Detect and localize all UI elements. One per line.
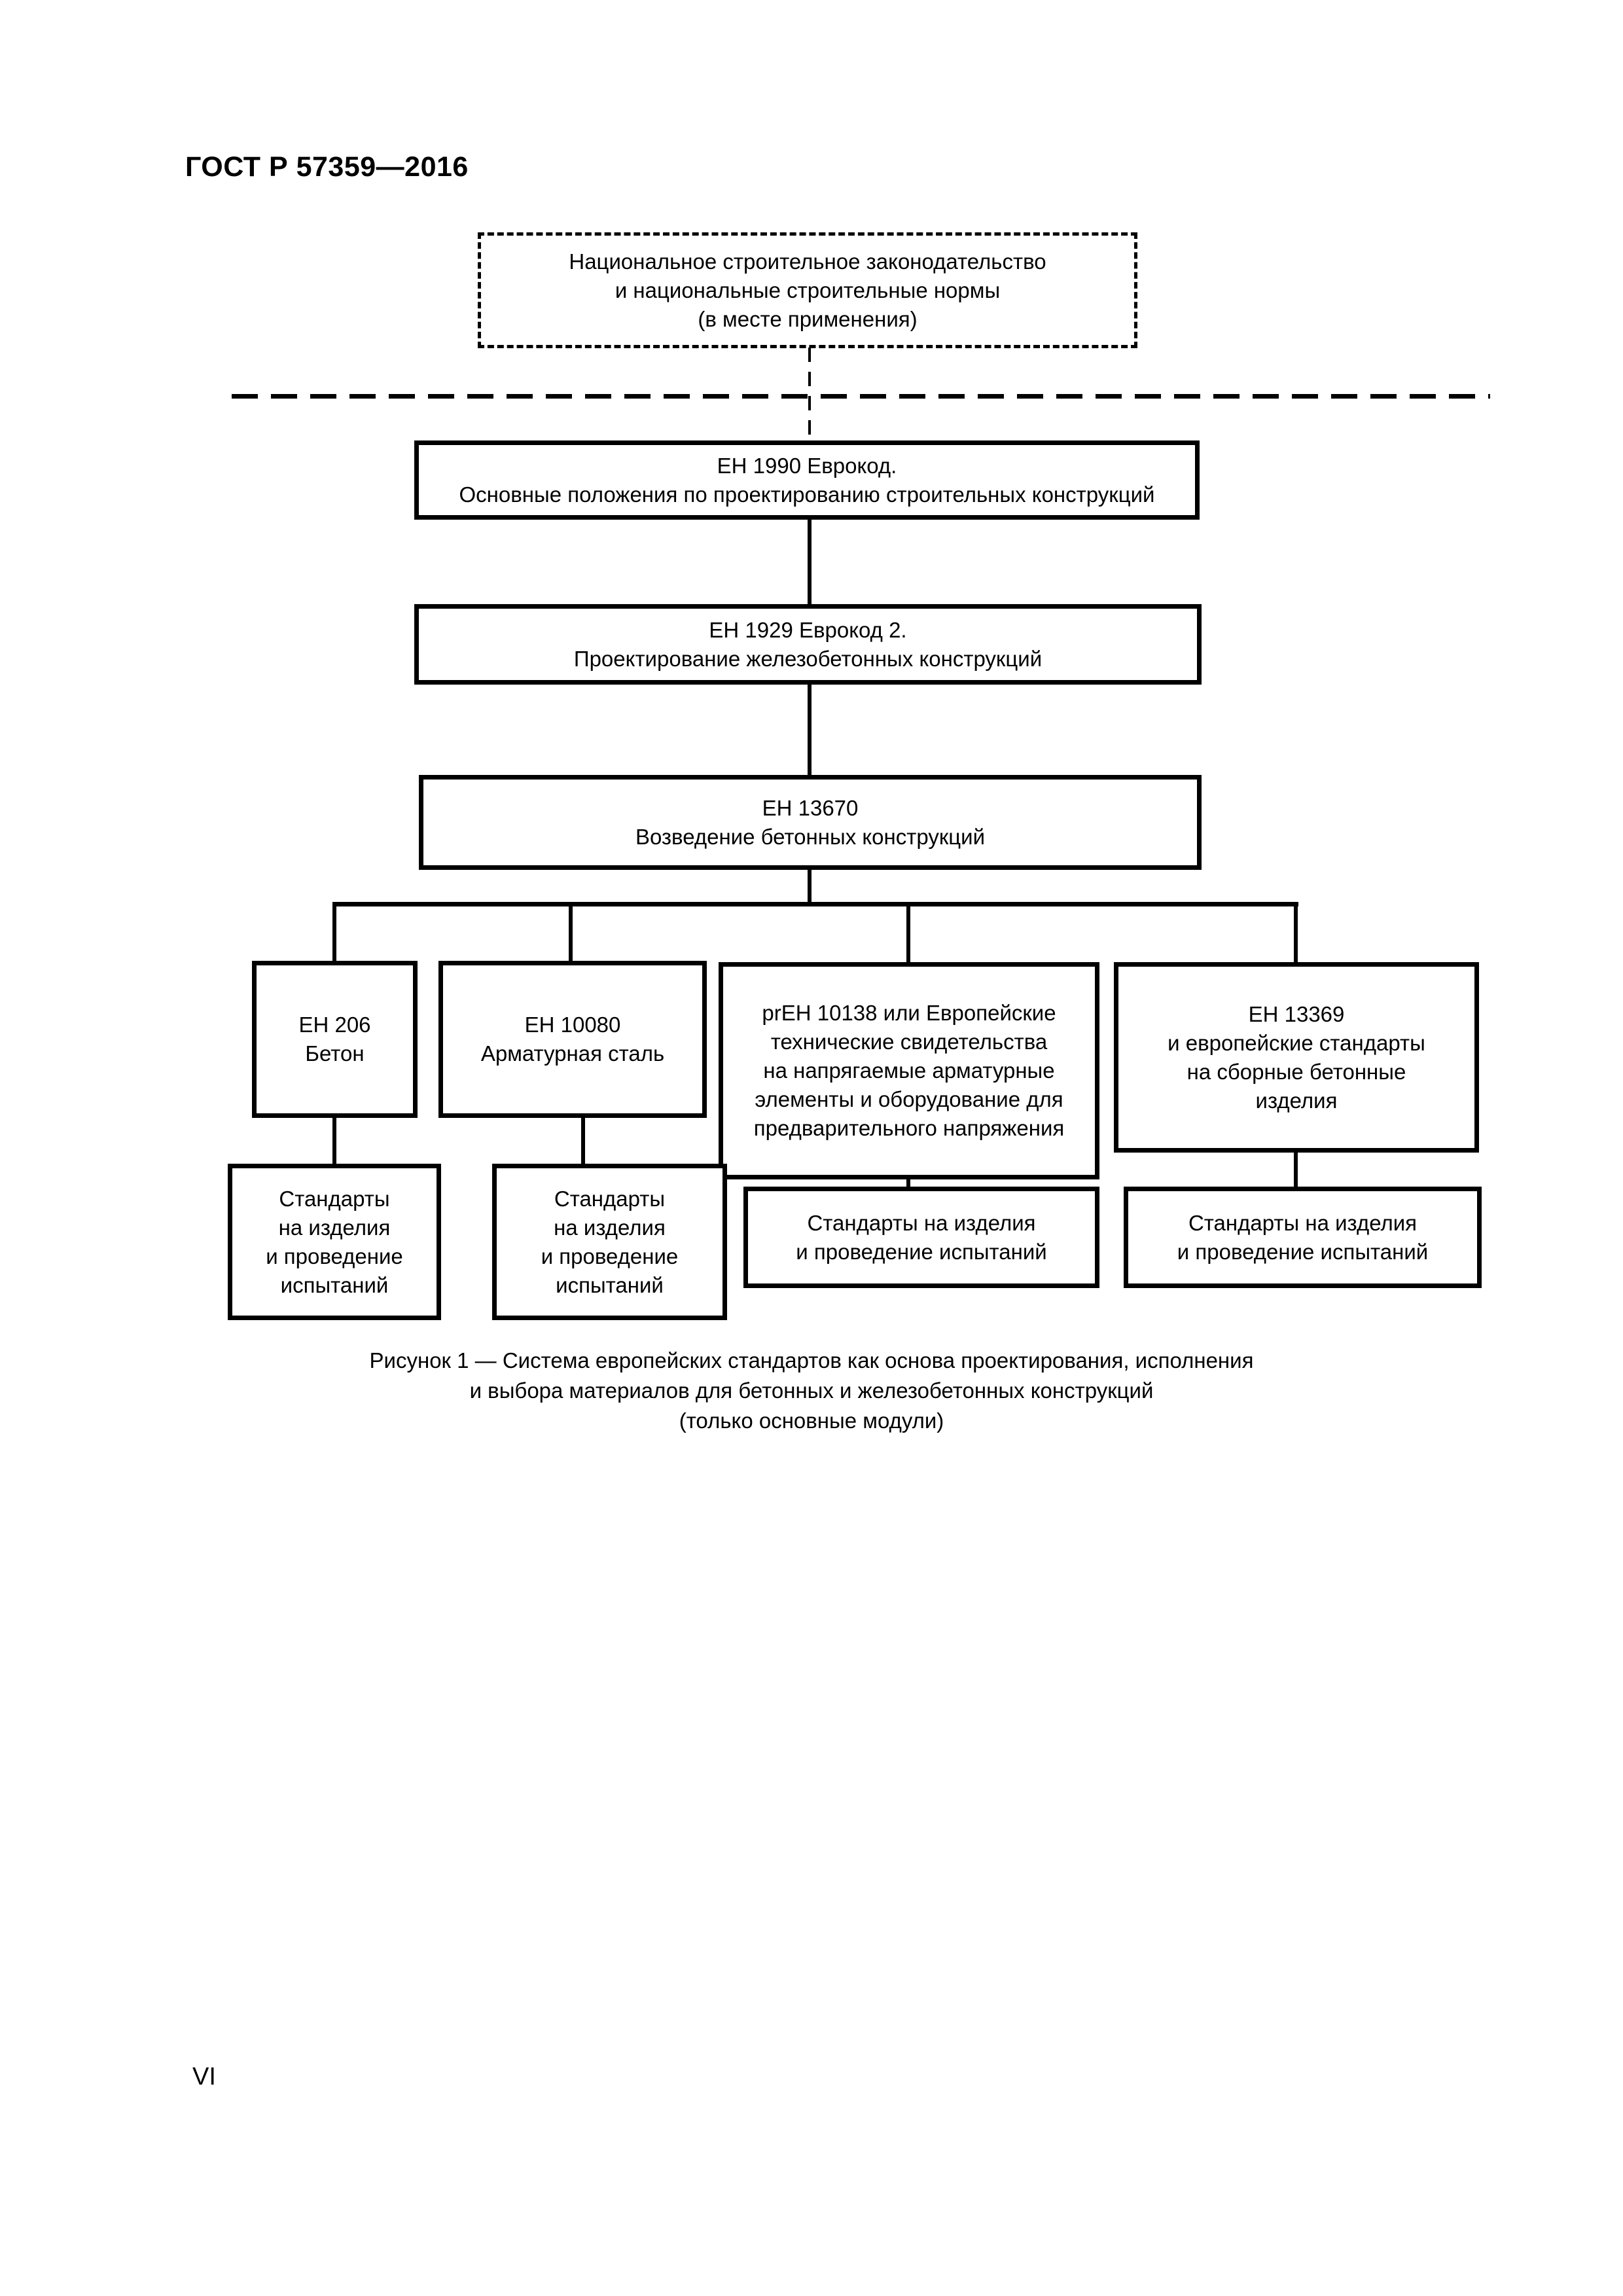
node-text-line: Национальное строительное законодательст… [569, 249, 1046, 274]
node-text-line: ЕН 1929 Еврокод 2. [709, 617, 907, 642]
branch-horizontal-line [332, 902, 1298, 906]
node-text-line: на изделия [278, 1215, 391, 1240]
node-text-line: испытаний [280, 1272, 389, 1297]
node-text-line: Бетон [305, 1041, 365, 1066]
node-text-line: Стандарты на изделия [807, 1210, 1036, 1235]
branch-drop-eh206 [332, 903, 336, 961]
node-text-line: Стандарты [554, 1186, 666, 1211]
node-national-legislation: Национальное строительное законодательст… [478, 232, 1137, 348]
node-standards-wide-1: Стандарты на изделия и проведение испыта… [743, 1187, 1099, 1288]
node-text-line: Стандарты на изделия [1188, 1210, 1418, 1235]
node-text-line: элементы и оборудование для [755, 1087, 1063, 1111]
node-eh-1990: ЕН 1990 Еврокод. Основные положения по п… [414, 440, 1200, 520]
node-text-line: Основные положения по проектированию стр… [459, 482, 1155, 507]
node-text-line: и национальные строительные нормы [615, 278, 1001, 302]
node-preh-10138: prЕН 10138 или Европейские технические с… [719, 962, 1099, 1179]
node-text-line: предварительного напряжения [753, 1116, 1065, 1140]
caption-line: Рисунок 1 — Система европейских стандарт… [369, 1348, 1254, 1372]
node-text-line: Проектирование железобетонных конструкци… [573, 646, 1043, 671]
separator-dashed-line [232, 394, 1490, 399]
connector-eh13369-to-standards [1294, 1151, 1298, 1188]
node-text-line: на изделия [554, 1215, 666, 1240]
connector-eh1929-to-eh13670 [808, 683, 812, 776]
node-standards-tall-1: Стандарты на изделия и проведение испыта… [228, 1164, 441, 1320]
node-eh-13670: ЕН 13670 Возведение бетонных конструкций [419, 775, 1202, 870]
node-text-line: испытаний [556, 1272, 664, 1297]
node-eh-1929: ЕН 1929 Еврокод 2. Проектирование железо… [414, 604, 1202, 685]
node-text-line: на сборные бетонные [1186, 1059, 1406, 1084]
node-text-line: ЕН 1990 Еврокод. [717, 453, 897, 478]
node-text-line: ЕН 13369 [1248, 1001, 1345, 1026]
caption-line: (только основные модули) [679, 1408, 944, 1433]
connector-eh1990-to-eh1929 [808, 518, 812, 605]
connector-eh206-to-standards [332, 1117, 336, 1164]
node-text-line: и проведение испытаний [796, 1239, 1047, 1264]
node-eh-10080: ЕН 10080 Арматурная сталь [438, 961, 707, 1118]
caption-line: и выбора материалов для бетонных и желез… [469, 1378, 1154, 1403]
node-text-line: технические свидетельства [770, 1030, 1048, 1054]
branch-drop-preh10138 [906, 903, 910, 962]
node-eh-206: ЕН 206 Бетон [252, 961, 418, 1118]
connector-preh10138-to-standards [906, 1177, 910, 1188]
node-text-line: Возведение бетонных конструкций [635, 824, 986, 849]
node-text-line: и проведение [541, 1244, 679, 1268]
standard-code-header: ГОСТ Р 57359—2016 [185, 151, 469, 183]
node-text-line: Стандарты [279, 1186, 390, 1211]
connector-eh13670-to-branch [808, 869, 812, 905]
node-text-line: ЕН 13670 [762, 795, 859, 820]
node-text-line: и европейские стандарты [1168, 1030, 1425, 1055]
branch-drop-eh10080 [569, 903, 573, 961]
connector-eh10080-to-standards [581, 1117, 585, 1164]
node-standards-wide-2: Стандарты на изделия и проведение испыта… [1124, 1187, 1482, 1288]
node-text-line: ЕН 10080 [524, 1013, 621, 1037]
branch-drop-eh13369 [1294, 903, 1298, 962]
node-text-line: prЕН 10138 или Европейские [762, 1001, 1056, 1025]
node-text-line: изделия [1255, 1088, 1338, 1113]
node-text-line: и проведение [266, 1244, 403, 1268]
node-eh-13369: ЕН 13369 и европейские стандарты на сбор… [1114, 962, 1479, 1153]
node-standards-tall-2: Стандарты на изделия и проведение испыта… [492, 1164, 727, 1320]
node-text-line: и проведение испытаний [1177, 1239, 1429, 1264]
node-text-line: Арматурная сталь [480, 1041, 665, 1066]
figure-caption: Рисунок 1 — Система европейских стандарт… [288, 1346, 1335, 1436]
node-text-line: на напрягаемые арматурные [763, 1058, 1055, 1083]
page-number: VI [192, 2063, 216, 2090]
node-text-line: ЕН 206 [298, 1013, 371, 1037]
node-text-line: (в месте применения) [698, 306, 918, 331]
